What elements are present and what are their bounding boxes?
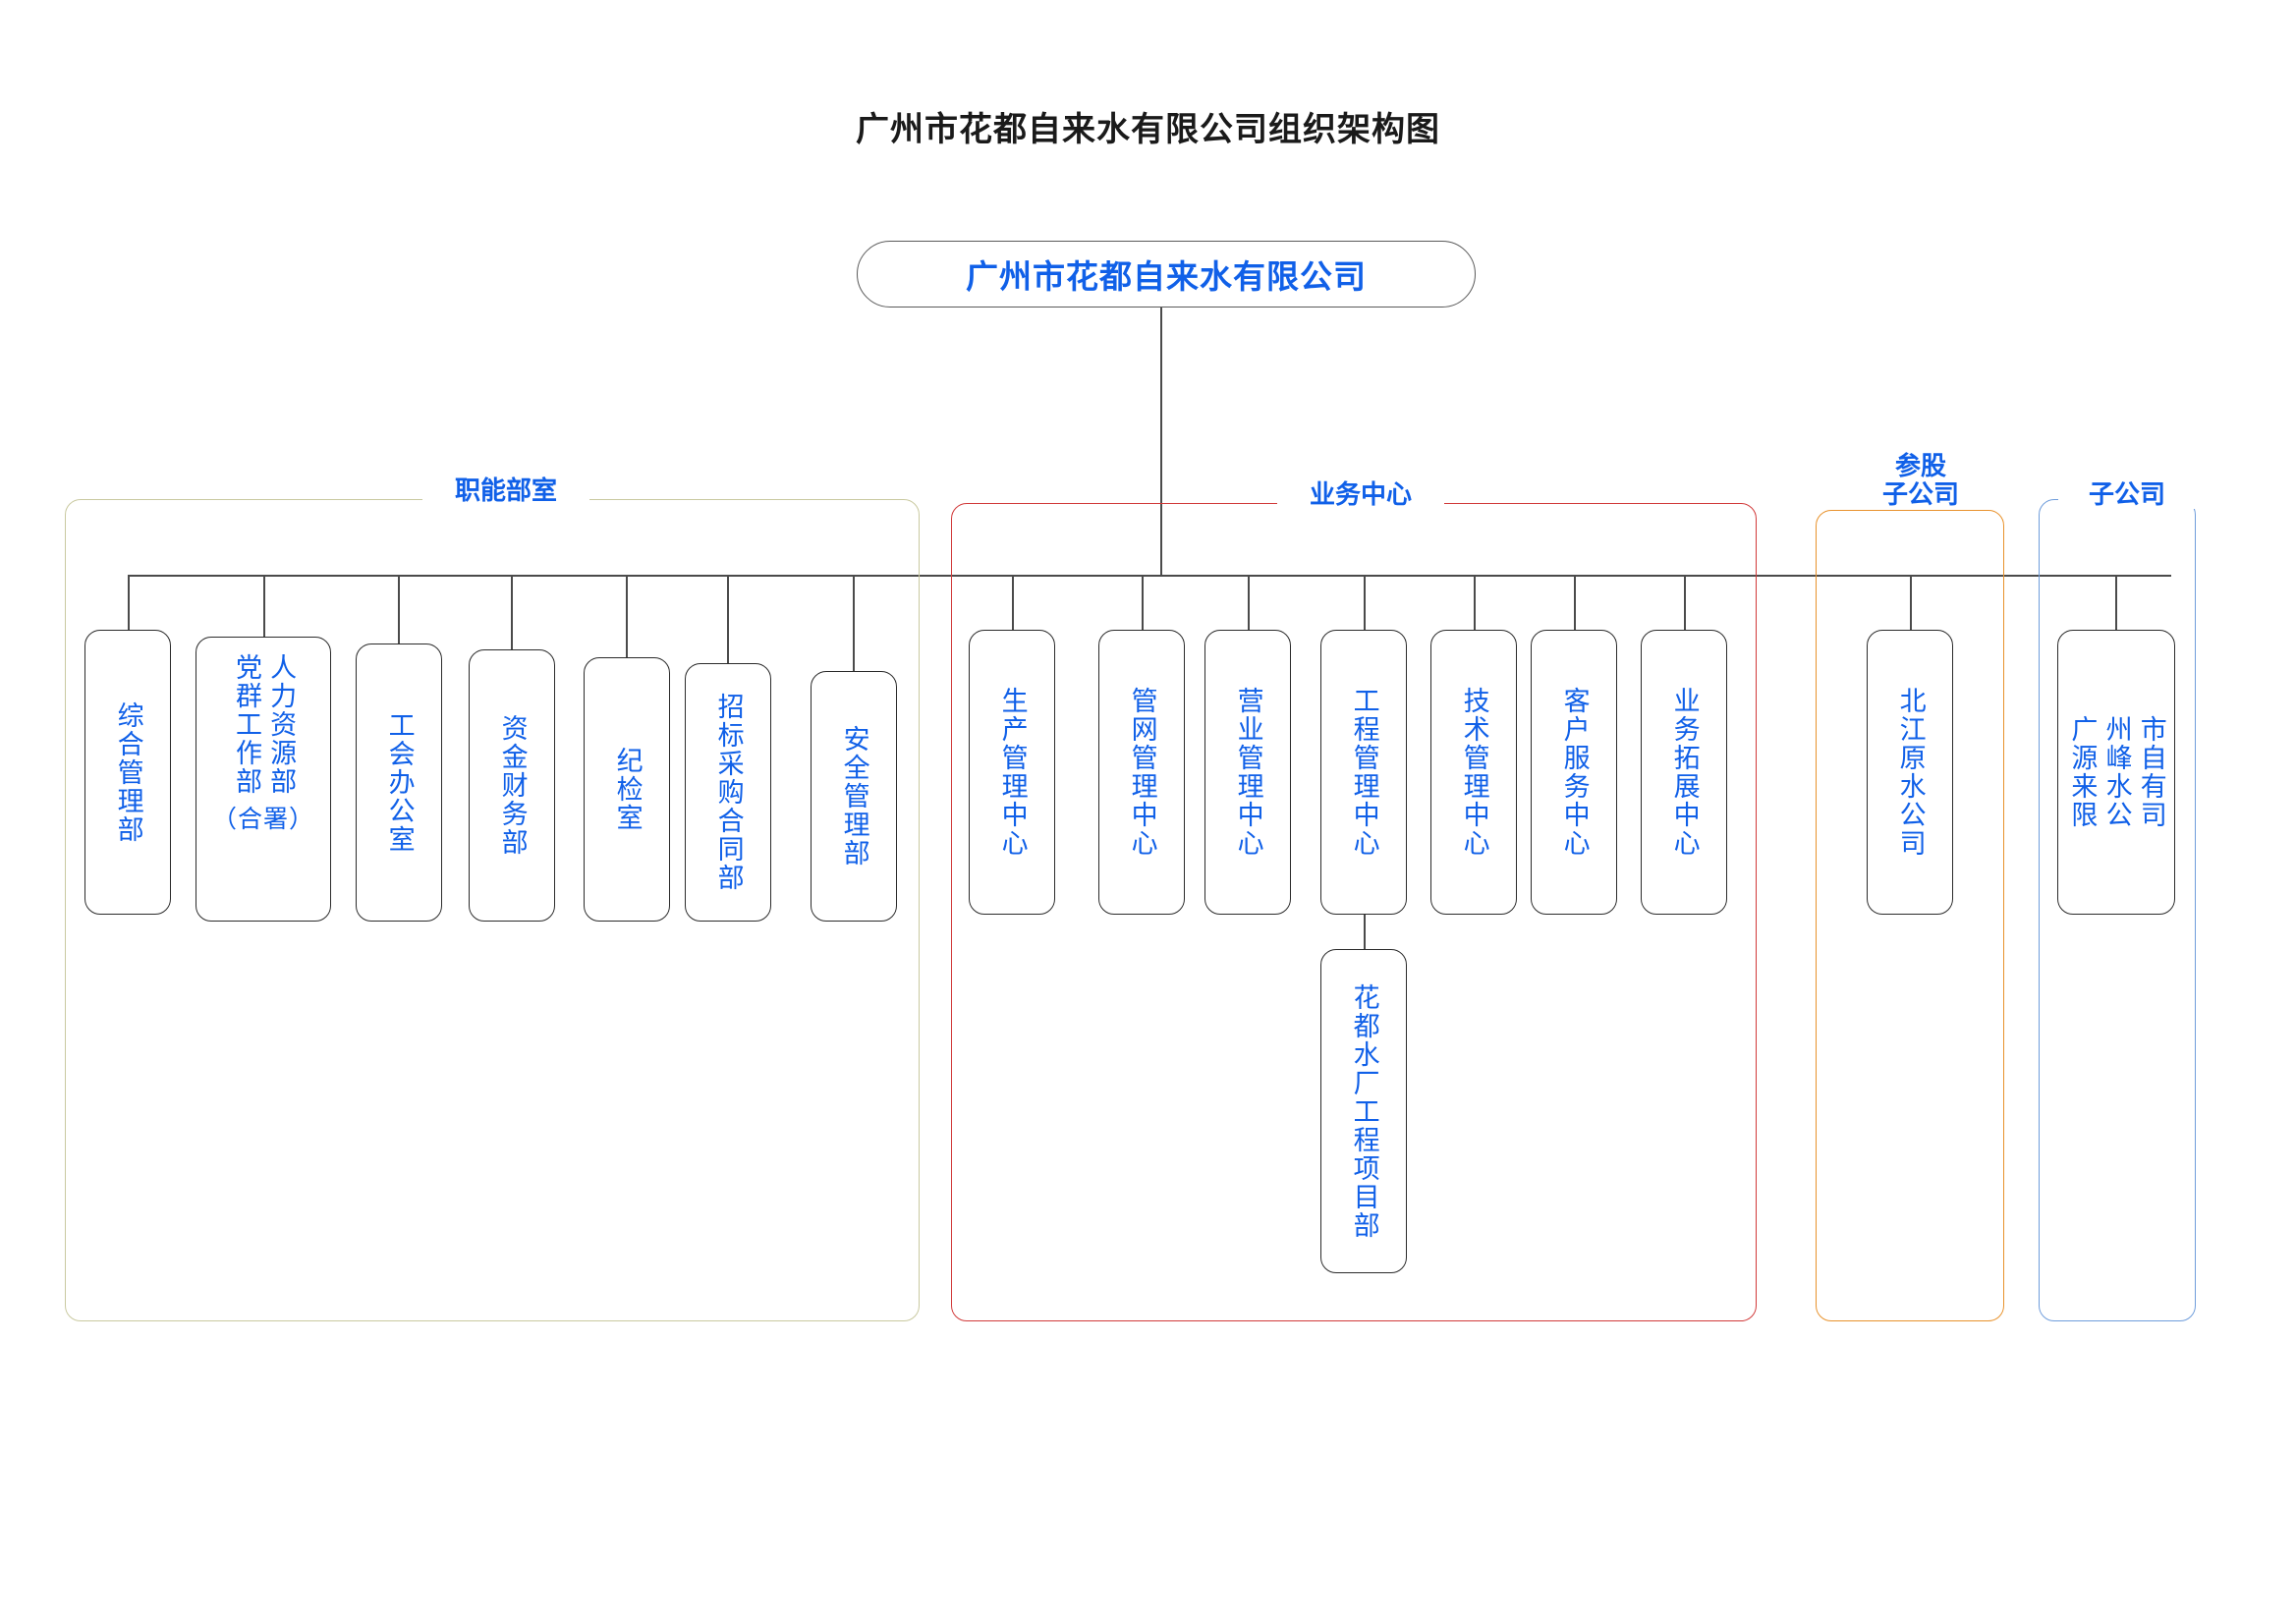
dept-label: 综合管理部 bbox=[113, 700, 143, 844]
connector-biz-3 bbox=[1364, 575, 1366, 630]
group-label-functional: 职能部室 bbox=[422, 476, 589, 506]
connector-biz-5 bbox=[1574, 575, 1576, 630]
connector-subsidiary-0 bbox=[2115, 575, 2117, 630]
main-connector-bus bbox=[128, 575, 2171, 577]
center-box-customer-service[interactable]: 客户服务中心 bbox=[1531, 630, 1617, 915]
dept-box-labor-union-office[interactable]: 工会办公室 bbox=[356, 644, 442, 922]
company-label-col1: 市自有司 bbox=[2136, 715, 2166, 829]
company-vertical-columns: 市自有司 州峰水公 广源来限 bbox=[2067, 715, 2166, 829]
center-box-business-development[interactable]: 业务拓展中心 bbox=[1641, 630, 1727, 915]
root-company-label: 广州市花都自来水有限公司 bbox=[966, 258, 1367, 295]
connector-biz-6 bbox=[1684, 575, 1686, 630]
connector-func-3 bbox=[511, 575, 513, 649]
company-box-beijiang-raw-water[interactable]: 北江原水公司 bbox=[1867, 630, 1953, 915]
dept-label: 安全管理部 bbox=[839, 725, 869, 867]
root-connector-stem bbox=[1160, 308, 1162, 575]
company-box-yuanfeng-water[interactable]: 市自有司 州峰水公 广源来限 bbox=[2057, 630, 2175, 915]
project-label: 花都水厂工程项目部 bbox=[1349, 982, 1379, 1240]
center-box-pipeline-network-management[interactable]: 管网管理中心 bbox=[1098, 630, 1185, 915]
group-label-business: 业务中心 bbox=[1277, 479, 1444, 510]
dept-label-hr: 人力资源部 bbox=[266, 653, 297, 796]
center-label: 业务拓展中心 bbox=[1669, 687, 1700, 858]
company-label-col3: 广源来限 bbox=[2067, 715, 2098, 829]
center-label: 工程管理中心 bbox=[1349, 687, 1379, 858]
dept-box-comprehensive-management[interactable]: 综合管理部 bbox=[84, 630, 171, 915]
dept-label: 工会办公室 bbox=[384, 711, 415, 854]
connector-biz-4 bbox=[1474, 575, 1476, 630]
dept-sub-note: （合署） bbox=[211, 806, 314, 833]
connector-func-4 bbox=[626, 575, 628, 657]
group-label-associate: 参股 子公司 bbox=[1842, 451, 1999, 510]
group-label-subsidiary: 子公司 bbox=[2058, 479, 2196, 510]
connector-associate-0 bbox=[1910, 575, 1912, 630]
dept-box-safety-management[interactable]: 安全管理部 bbox=[811, 671, 897, 922]
connector-biz-2 bbox=[1248, 575, 1250, 630]
dept-box-hr-and-party-affairs[interactable]: 人力资源部 党群工作部 （合署） bbox=[196, 637, 331, 922]
group-frame-associate bbox=[1816, 510, 2004, 1321]
dept-label: 纪检室 bbox=[612, 747, 643, 832]
center-label: 生产管理中心 bbox=[997, 687, 1028, 858]
connector-func-5 bbox=[727, 575, 729, 663]
dept-label: 招标采购合同部 bbox=[713, 693, 744, 892]
center-box-sales-management[interactable]: 营业管理中心 bbox=[1204, 630, 1291, 915]
center-label: 管网管理中心 bbox=[1127, 687, 1157, 858]
dept-box-finance[interactable]: 资金财务部 bbox=[469, 649, 555, 922]
dept-label: 资金财务部 bbox=[497, 714, 528, 857]
center-label: 营业管理中心 bbox=[1233, 687, 1263, 858]
connector-engineering-to-project bbox=[1364, 915, 1366, 949]
center-box-technical-management[interactable]: 技术管理中心 bbox=[1430, 630, 1517, 915]
connector-func-0 bbox=[128, 575, 130, 630]
center-box-production-management[interactable]: 生产管理中心 bbox=[969, 630, 1055, 915]
connector-func-2 bbox=[398, 575, 400, 644]
root-company-node[interactable]: 广州市花都自来水有限公司 bbox=[857, 241, 1476, 308]
dept-box-bidding-procurement-contract[interactable]: 招标采购合同部 bbox=[685, 663, 771, 922]
connector-biz-1 bbox=[1142, 575, 1144, 630]
connector-biz-0 bbox=[1012, 575, 1014, 630]
center-label: 技术管理中心 bbox=[1459, 687, 1489, 858]
company-label: 北江原水公司 bbox=[1895, 687, 1926, 858]
connector-func-1 bbox=[263, 575, 265, 637]
dept-box-discipline-inspection[interactable]: 纪检室 bbox=[584, 657, 670, 922]
project-box-huadu-waterworks-project[interactable]: 花都水厂工程项目部 bbox=[1320, 949, 1407, 1273]
center-box-engineering-management[interactable]: 工程管理中心 bbox=[1320, 630, 1407, 915]
dept-dual-columns: 人力资源部 党群工作部 bbox=[232, 653, 297, 796]
page-title: 广州市花都自来水有限公司组织架构图 bbox=[856, 111, 1440, 148]
dept-label-party: 党群工作部 bbox=[232, 653, 261, 796]
connector-func-6 bbox=[853, 575, 855, 671]
company-label-col2: 州峰水公 bbox=[2101, 715, 2132, 829]
center-label: 客户服务中心 bbox=[1559, 687, 1590, 858]
